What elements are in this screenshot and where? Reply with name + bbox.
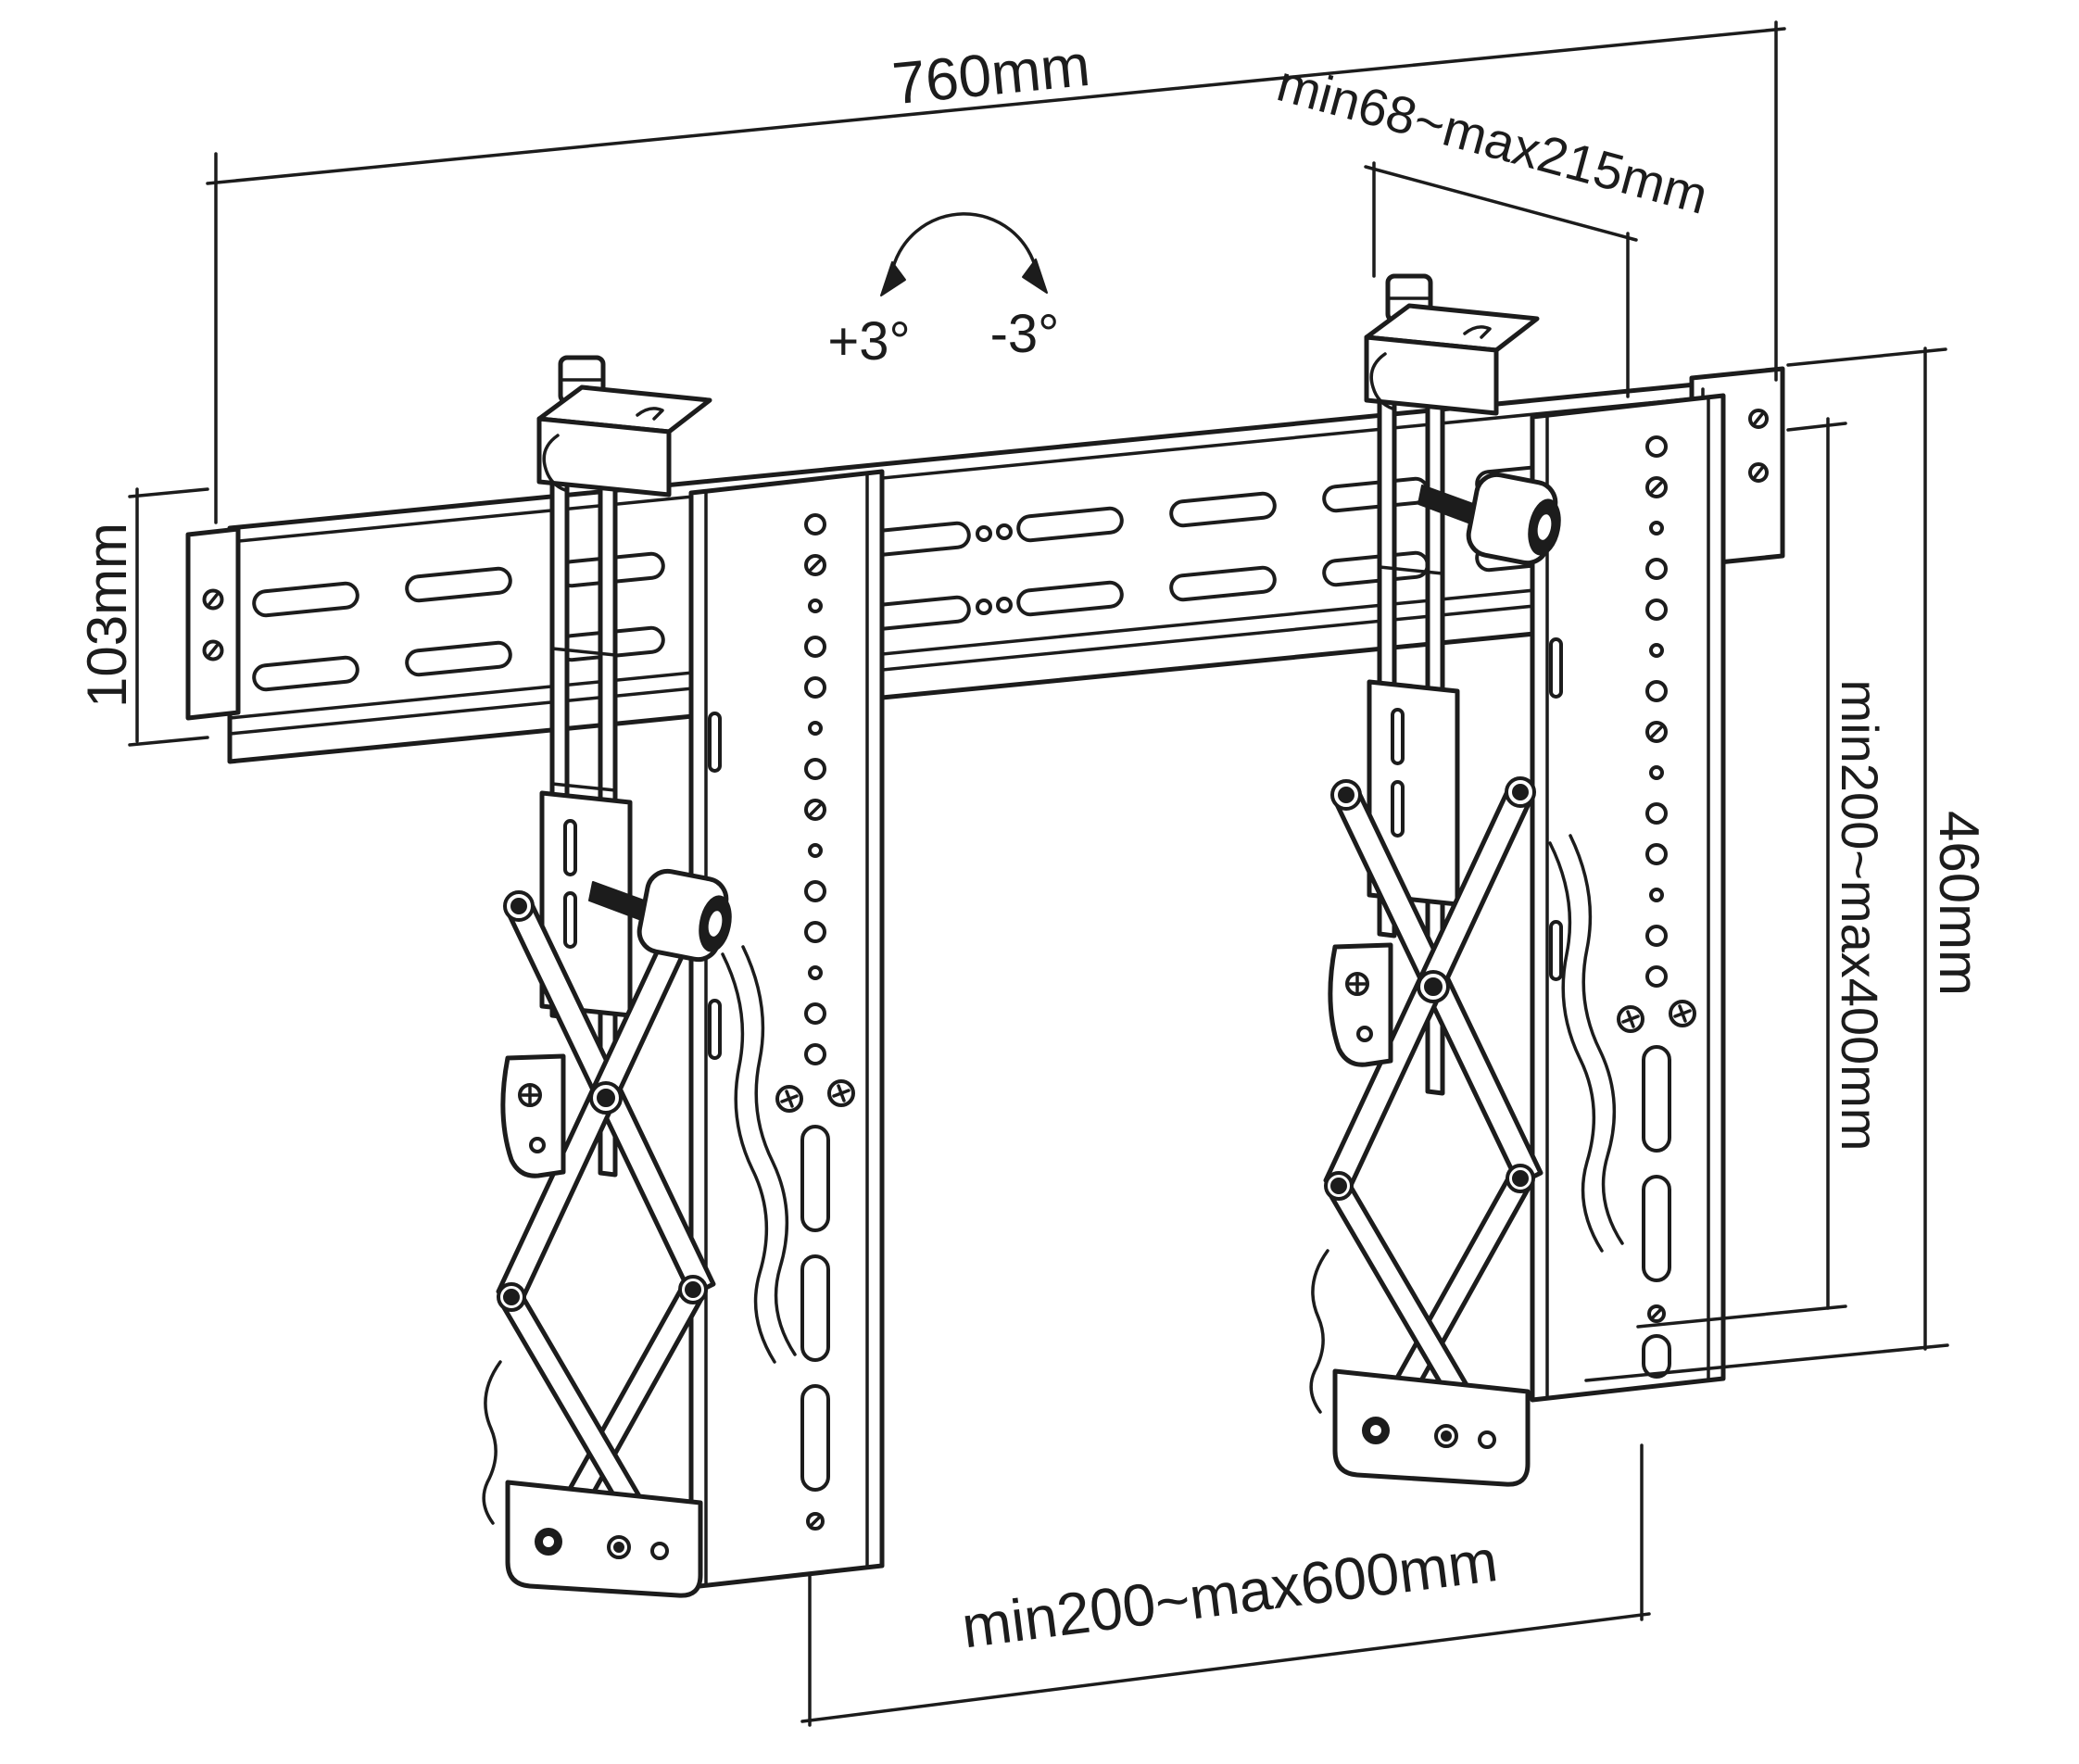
right-vesa-plate: [1530, 393, 1726, 1403]
dim-vesa-width-range-label: min200~max600mm: [958, 1527, 1501, 1660]
dim-rail-height-label: 103mm: [76, 523, 138, 708]
dimension-rail-height: 103mm: [76, 487, 209, 747]
tilt-arrow-right-icon: [1022, 258, 1048, 294]
tilt-arrow-left-icon: [880, 261, 906, 296]
right-vesa-holes: [1617, 435, 1696, 1379]
dim-plate-height-label: 460mm: [1928, 811, 1990, 996]
right-bracket-assembly: [1311, 276, 1726, 1484]
tilt-indicator: +3° -3°: [827, 212, 1060, 372]
left-vesa-plate: [688, 469, 885, 1590]
dim-clamp-range-label: min68~max215mm: [1271, 54, 1714, 225]
tilt-up-label: +3°: [827, 311, 910, 372]
left-vesa-holes: [775, 513, 855, 1531]
dimension-vesa-width-range: min200~max600mm: [800, 1443, 1651, 1727]
dim-rail-width-label: 760mm: [889, 32, 1092, 117]
left-bracket-assembly: [484, 358, 885, 1595]
dim-vesa-height-range-label: min200~max400mm: [1831, 680, 1889, 1152]
dimension-vesa-height-range: min200~max400mm: [1636, 417, 1889, 1329]
dimension-plate-height: 460mm: [1584, 346, 1990, 1382]
rail-left-endcap: [185, 526, 241, 721]
tilt-down-label: -3°: [990, 304, 1060, 364]
